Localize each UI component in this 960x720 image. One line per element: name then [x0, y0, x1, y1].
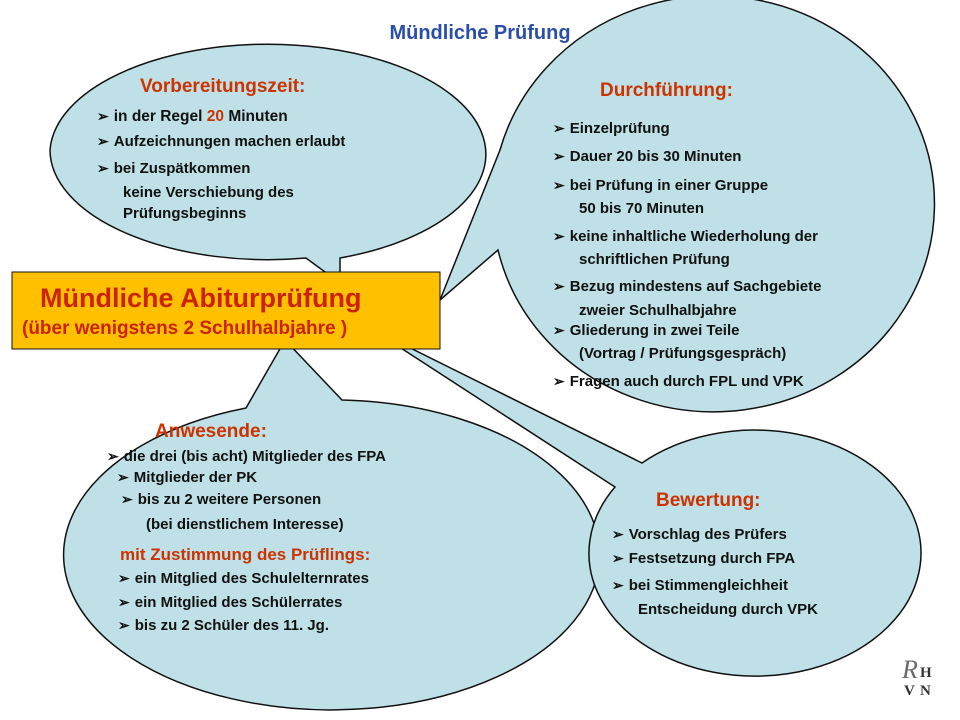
arrow-bullet-icon: ➢ — [612, 526, 624, 542]
durchfuehrung-item: ➢Fragen auch durch FPL und VPK — [553, 373, 804, 390]
durchfuehrung-item-text: bei Prüfung in einer Gruppe — [569, 177, 769, 194]
anwesende-subheading: mit Zustimmung des Prüflings: — [120, 545, 371, 564]
bewertung-item-text: Vorschlag des Prüfers — [628, 526, 787, 543]
arrow-bullet-icon: ➢ — [612, 577, 624, 593]
arrow-bullet-icon: ➢ — [118, 570, 130, 586]
vorbereitung-item3-cont1: keine Verschiebung des — [123, 184, 294, 201]
durchfuehrung-item: ➢keine inhaltliche Wiederholung der — [553, 228, 818, 245]
anwesende-item-text: die drei (bis acht) Mitglieder des FPA — [123, 448, 386, 465]
durchfuehrung-item-text: Gliederung in zwei Teile — [569, 322, 740, 339]
anwesende-item: ➢bis zu 2 weitere Personen — [121, 491, 321, 508]
anwesende-item2-text: ein Mitglied des Schülerrates — [134, 594, 343, 611]
arrow-bullet-icon: ➢ — [553, 177, 565, 193]
arrow-bullet-icon: ➢ — [117, 469, 129, 485]
vorbereitung-item3-cont2: Prüfungsbeginns — [123, 205, 247, 222]
arrow-bullet-icon: ➢ — [553, 278, 565, 294]
durchfuehrung-item: ➢Bezug mindestens auf Sachgebiete — [553, 278, 821, 295]
bewertung-item-text: bei Stimmengleichheit — [628, 577, 788, 594]
vorbereitung-item1-number: 20 — [206, 108, 225, 125]
durchfuehrung-item: ➢Gliederung in zwei Teile — [553, 322, 740, 339]
anwesende-item: ➢Mitglieder der PK — [117, 469, 257, 486]
anwesende-item2: ➢ein Mitglied des Schulelternrates — [118, 570, 369, 587]
center-box — [11, 271, 441, 350]
arrow-bullet-icon: ➢ — [118, 594, 130, 610]
arrow-bullet-icon: ➢ — [612, 550, 624, 566]
anwesende-item2: ➢bis zu 2 Schüler des 11. Jg. — [118, 617, 329, 634]
arrow-bullet-icon: ➢ — [121, 491, 133, 507]
bubble-durchfuehrung — [439, 0, 936, 413]
arrow-bullet-icon: ➢ — [553, 148, 565, 164]
durchfuehrung-cont: zweier Schulhalbjahre — [579, 302, 737, 319]
anwesende-heading: Anwesende: — [155, 421, 267, 442]
durchfuehrung-heading: Durchführung: — [600, 80, 733, 101]
bubble-bewertung — [369, 327, 922, 677]
durchfuehrung-item: ➢bei Prüfung in einer Gruppe — [553, 177, 768, 194]
arrow-bullet-icon: ➢ — [97, 108, 109, 124]
durchfuehrung-cont: 50 bis 70 Minuten — [579, 200, 705, 217]
vorbereitung-item1-text: in der Regel — [113, 108, 207, 125]
anwesende-item-text: bis zu 2 weitere Personen — [137, 491, 322, 508]
durchfuehrung-item: ➢Einzelprüfung — [553, 120, 670, 137]
anwesende-item2-text: bis zu 2 Schüler des 11. Jg. — [134, 617, 329, 634]
durchfuehrung-item-text: Dauer 20 bis 30 Minuten — [569, 148, 742, 165]
arrow-bullet-icon: ➢ — [553, 228, 565, 244]
durchfuehrung-item-text: Fragen auch durch FPL und VPK — [569, 373, 804, 390]
anwesende-item2: ➢ein Mitglied des Schülerrates — [118, 594, 342, 611]
arrow-bullet-icon: ➢ — [97, 160, 109, 176]
vorbereitung-item: ➢in der Regel 20 Minuten — [97, 108, 288, 126]
arrow-bullet-icon: ➢ — [553, 322, 565, 338]
bubble-vorbereitung — [49, 43, 487, 285]
arrow-bullet-icon: ➢ — [553, 120, 565, 136]
bewertung-item: ➢Festsetzung durch FPA — [612, 550, 795, 567]
anwesende-cont: (bei dienstlichem Interesse) — [146, 516, 344, 533]
arrow-bullet-icon: ➢ — [553, 373, 565, 389]
vorbereitung-heading: Vorbereitungszeit: — [140, 76, 306, 97]
bubble-anwesende — [62, 338, 601, 711]
durchfuehrung-item-text: Einzelprüfung — [569, 120, 670, 137]
vorbereitung-item3-text: bei Zuspätkommen — [113, 160, 251, 177]
bewertung-cont: Entscheidung durch VPK — [638, 601, 819, 618]
bewertung-heading: Bewertung: — [656, 490, 761, 511]
arrow-bullet-icon: ➢ — [118, 617, 130, 633]
bewertung-item-text: Festsetzung durch FPA — [628, 550, 796, 567]
bewertung-item: ➢Vorschlag des Prüfers — [612, 526, 787, 543]
vorbereitung-item: ➢bei Zuspätkommen — [97, 160, 250, 177]
bewertung-item: ➢bei Stimmengleichheit — [612, 577, 788, 594]
logo-icon: R H V N — [902, 655, 932, 699]
center-title: Mündliche Abiturprüfung — [40, 283, 362, 313]
vorbereitung-item: ➢Aufzeichnungen machen erlaubt — [97, 133, 345, 150]
vorbereitung-item2-text: Aufzeichnungen machen erlaubt — [113, 133, 346, 150]
durchfuehrung-cont: schriftlichen Prüfung — [579, 251, 730, 268]
arrow-bullet-icon: ➢ — [97, 133, 109, 149]
page-title: Mündliche Prüfung — [389, 22, 571, 44]
anwesende-item: ➢die drei (bis acht) Mitglieder des FPA — [107, 448, 386, 465]
durchfuehrung-item-text: Bezug mindestens auf Sachgebiete — [569, 278, 822, 295]
center-subtitle: (über wenigstens 2 Schulhalbjahre ) — [22, 318, 348, 339]
durchfuehrung-item-text: keine inhaltliche Wiederholung der — [569, 228, 818, 245]
anwesende-item2-text: ein Mitglied des Schulelternrates — [134, 570, 369, 587]
anwesende-item-text: Mitglieder der PK — [133, 469, 258, 486]
durchfuehrung-item: ➢Dauer 20 bis 30 Minuten — [553, 148, 741, 165]
durchfuehrung-cont: (Vortrag / Prüfungsgespräch) — [579, 345, 787, 362]
arrow-bullet-icon: ➢ — [107, 448, 119, 464]
vorbereitung-item1-suffix: Minuten — [224, 108, 288, 125]
